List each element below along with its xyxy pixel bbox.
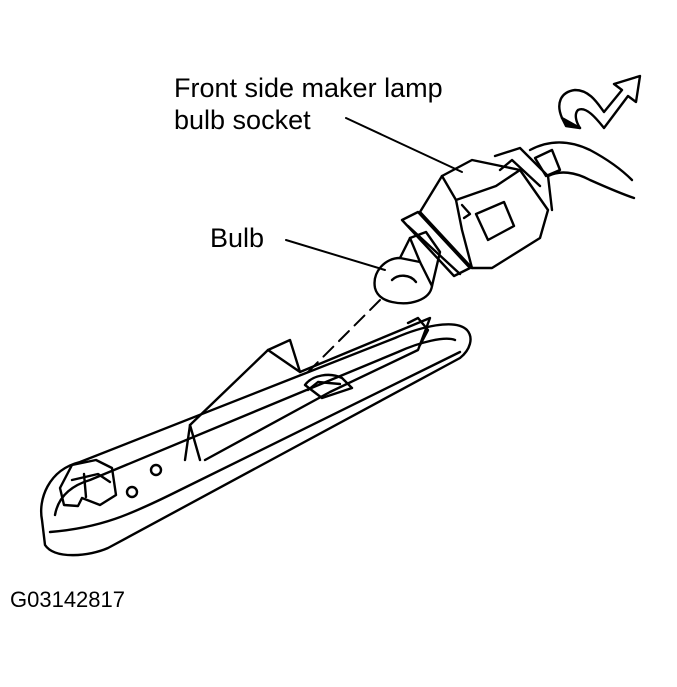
housing-pin — [125, 485, 139, 499]
housing-lower-edge — [48, 350, 462, 534]
bulb-seat — [303, 373, 354, 400]
rotation-arrow-icon — [558, 74, 642, 130]
leader-socket — [345, 117, 463, 173]
figure-id: G03142817 — [10, 587, 125, 612]
socket-connector — [493, 146, 554, 212]
bulb-callout: Bulb — [210, 223, 265, 253]
socket-flange-edge — [406, 224, 462, 276]
socket-callout-line2: bulb socket — [174, 105, 311, 135]
bulb-seat-inner — [306, 380, 342, 392]
bulb-drawing — [373, 230, 442, 305]
socket-callout-line1: Front side maker lamp — [174, 73, 443, 103]
housing-slope — [188, 423, 202, 462]
bulb-base — [398, 230, 442, 288]
socket-wires — [546, 171, 636, 200]
socket-flange — [400, 210, 472, 278]
socket-wire-sleeve — [533, 148, 562, 178]
housing-pin — [149, 463, 163, 477]
socket-latch-slot — [460, 203, 472, 220]
housing-body-top — [266, 338, 302, 374]
socket-callout: Front side maker lamp bulb socket — [174, 72, 443, 136]
socket-body — [418, 158, 550, 270]
housing-body — [183, 316, 432, 462]
bulb-filament — [390, 274, 418, 284]
socket-wires — [528, 141, 634, 182]
socket-drawing — [400, 141, 636, 278]
leader-bulb — [285, 239, 386, 271]
housing-clip-detail — [82, 472, 88, 499]
housing-bracket — [406, 316, 430, 347]
housing-outer-rim — [40, 323, 472, 557]
bulb-base-detail — [408, 236, 422, 264]
lamp-housing — [40, 316, 472, 557]
socket-latch — [474, 200, 516, 242]
alignment-line — [303, 299, 381, 377]
housing-clip — [58, 458, 118, 508]
socket-connector-edge — [498, 158, 542, 188]
housing-inner-rim — [53, 337, 457, 517]
socket-body-front — [440, 174, 474, 270]
housing-clip-detail — [70, 472, 112, 484]
bulb-glass — [373, 256, 434, 305]
socket-body-rib — [454, 168, 522, 202]
